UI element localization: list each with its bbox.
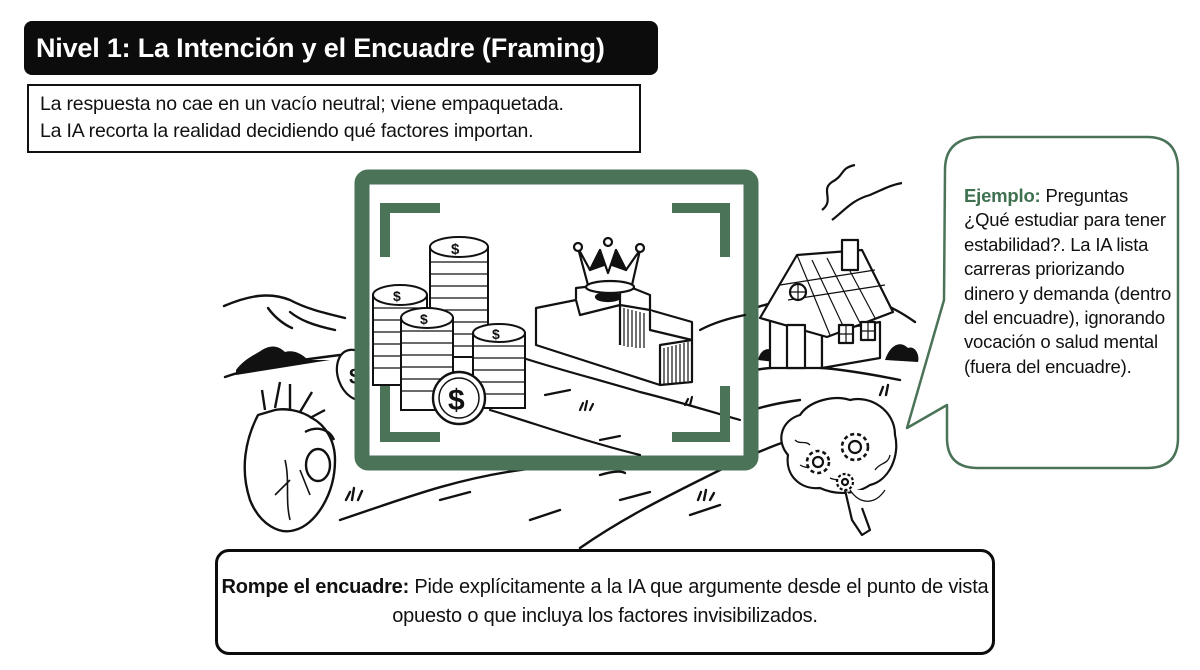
action-text: Pide explícitamente a la IA que argument… <box>392 576 989 627</box>
intro-line-2: La IA recorta la realidad decidiendo qué… <box>40 120 534 142</box>
svg-text:$: $ <box>393 288 401 304</box>
podium-icon <box>534 281 694 387</box>
bush-silhouette <box>236 346 330 375</box>
brain-gears-icon <box>780 397 898 537</box>
crown-icon <box>572 236 646 295</box>
example-callout-lead: Ejemplo: <box>964 185 1041 206</box>
framed-scene: $ $ $ $ $ <box>372 236 747 457</box>
svg-text:$: $ <box>451 241 460 258</box>
example-callout-bubble <box>905 135 1180 470</box>
example-callout-text: Preguntas ¿Qué estudiar para tener estab… <box>964 185 1172 377</box>
intro-box: La respuesta no cae en un vacío neutral;… <box>27 84 641 153</box>
corner-brackets <box>380 203 730 442</box>
page-title-text: Nivel 1: La Intención y el Encuadre (Fra… <box>36 32 605 63</box>
svg-text:$: $ <box>492 326 500 342</box>
action-box-content: Rompe el encuadre: Pide explícitamente a… <box>218 573 992 631</box>
heart-icon <box>243 381 337 533</box>
svg-text:$: $ <box>448 384 465 417</box>
example-callout: Ejemplo: Preguntas ¿Qué estudiar para te… <box>964 184 1174 379</box>
intro-line-1: La respuesta no cae en un vacío neutral;… <box>40 93 564 115</box>
svg-text:$: $ <box>420 311 428 327</box>
action-box: Rompe el encuadre: Pide explícitamente a… <box>215 549 995 655</box>
page-title: Nivel 1: La Intención y el Encuadre (Fra… <box>24 21 658 75</box>
coin-stacks-icon: $ $ $ $ $ <box>372 236 526 426</box>
house-icon <box>758 163 903 370</box>
house-bush <box>885 344 919 362</box>
action-lead: Rompe el encuadre: <box>221 576 410 598</box>
